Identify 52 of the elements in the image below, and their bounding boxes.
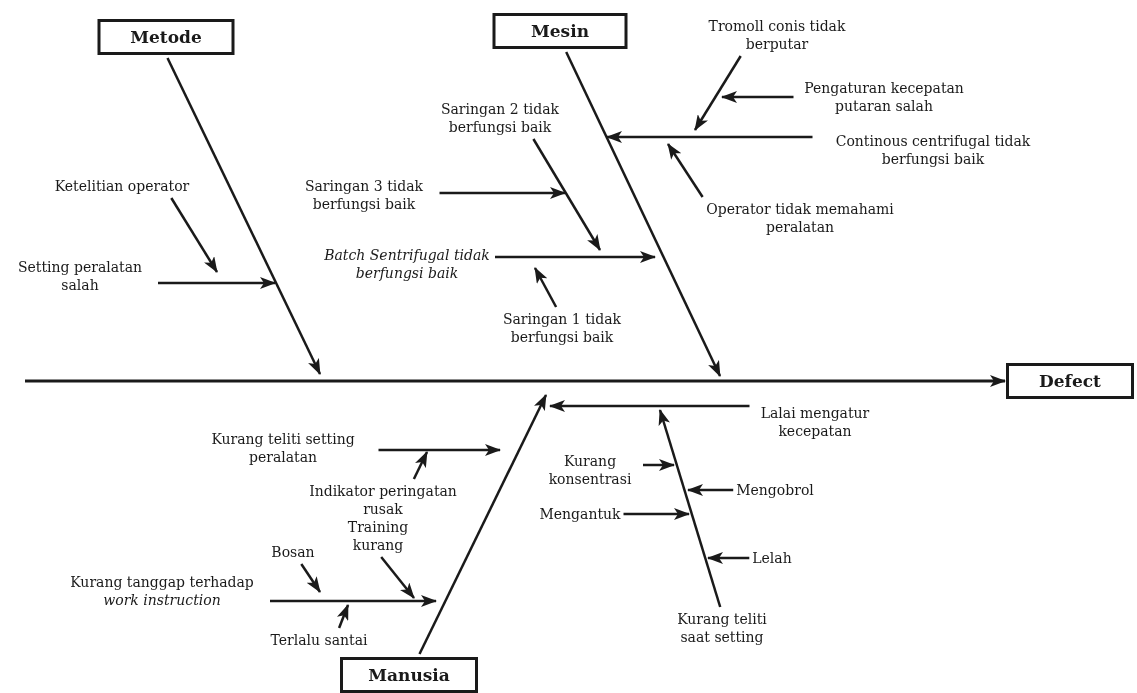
cause-label: Operator tidak memahami peralatan [700, 200, 900, 236]
arrow [337, 604, 350, 629]
category-box: Mesin [492, 13, 628, 49]
arrow [300, 563, 322, 593]
arrow [25, 375, 1006, 387]
cause-label: Bosan [271, 543, 315, 561]
arrow [158, 277, 276, 289]
arrow [418, 394, 548, 655]
cause-label: Kurang teliti setting peralatan [190, 430, 376, 466]
arrow [412, 451, 429, 480]
cause-label: Continous centrifugal tidak berfungsi baik [815, 132, 1051, 168]
cause-label: Setting peralatan salah [5, 258, 155, 294]
cause-label: Batch Sentrifugal tidak berfungsi baik [322, 246, 492, 282]
cause-label: Kurang tanggap terhadap work instruction [57, 573, 267, 609]
arrow [643, 459, 675, 471]
cause-label: Kurang konsentrasi [540, 452, 640, 488]
arrow [378, 444, 501, 456]
arrow [565, 51, 722, 377]
arrow [623, 508, 690, 520]
cause-label: Kurang teliti saat setting [664, 610, 780, 646]
cause-label: Pengaturan kecepatan putaran salah [796, 79, 972, 115]
effect-box: Defect [1006, 363, 1134, 399]
category-box: Manusia [340, 657, 478, 693]
arrow [606, 131, 813, 143]
cause-label: Ketelitian operator [54, 177, 190, 195]
cause-label: Tromoll conis tidak berputar [692, 17, 862, 53]
arrow [532, 138, 602, 251]
arrow [533, 267, 558, 308]
cause-label: Mengobrol [736, 481, 814, 499]
category-box: Metode [97, 19, 235, 55]
cause-label: Lalai mengatur kecepatan [752, 404, 878, 440]
arrow [721, 91, 794, 103]
arrow [495, 251, 656, 263]
cause-label: Saringan 2 tidak berfungsi baik [427, 100, 573, 136]
cause-label: Saringan 1 tidak berfungsi baik [489, 310, 635, 346]
cause-label: Indikator peringatan rusak [295, 482, 471, 518]
arrow [687, 484, 734, 496]
arrow [380, 556, 415, 599]
arrow [693, 55, 742, 131]
arrow [439, 187, 566, 199]
cause-label: Training kurang [340, 518, 416, 554]
cause-label: Mengantuk [539, 505, 621, 523]
arrow [658, 409, 722, 608]
arrow [270, 595, 437, 607]
cause-label: Saringan 3 tidak berfungsi baik [291, 177, 437, 213]
arrow [666, 143, 704, 198]
arrow [166, 57, 322, 375]
cause-label: Terlalu santai [270, 631, 368, 649]
arrow [549, 400, 750, 412]
arrow [707, 552, 750, 564]
arrow [170, 197, 219, 273]
cause-label: Lelah [752, 549, 792, 567]
